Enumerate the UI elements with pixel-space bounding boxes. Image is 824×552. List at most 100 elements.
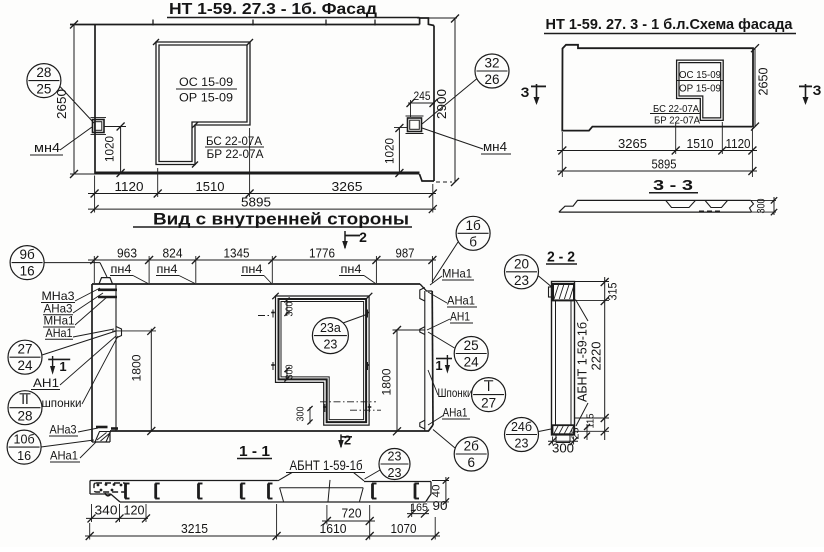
svg-text:1610: 1610 bbox=[320, 522, 347, 536]
svg-text:16: 16 bbox=[17, 449, 31, 463]
svg-text:23: 23 bbox=[388, 466, 402, 480]
svg-text:Шпонки: Шпонки bbox=[438, 386, 473, 400]
svg-text:25: 25 bbox=[570, 427, 582, 439]
svg-text:2650: 2650 bbox=[757, 67, 771, 95]
svg-text:АНа1: АНа1 bbox=[443, 406, 468, 420]
svg-text:23: 23 bbox=[323, 338, 337, 352]
svg-text:300: 300 bbox=[284, 364, 296, 379]
svg-text:2 - 2: 2 - 2 bbox=[547, 249, 575, 266]
svg-text:165: 165 bbox=[410, 502, 428, 514]
svg-text:245: 245 bbox=[414, 89, 431, 103]
svg-text:24: 24 bbox=[464, 355, 480, 370]
svg-text:315: 315 bbox=[608, 283, 620, 301]
svg-text:23а: 23а bbox=[320, 321, 341, 335]
svg-text:963: 963 bbox=[117, 247, 137, 261]
svg-text:пн4: пн4 bbox=[111, 262, 132, 276]
svg-text:Вид с внутренней стороны: Вид с внутренней стороны bbox=[153, 210, 409, 229]
svg-text:2б: 2б bbox=[464, 439, 480, 454]
svg-text:ОР 15-09: ОР 15-09 bbox=[179, 93, 233, 105]
svg-text:25: 25 bbox=[36, 82, 51, 97]
svg-text:5895: 5895 bbox=[241, 196, 271, 210]
svg-text:28: 28 bbox=[17, 409, 32, 424]
svg-text:27: 27 bbox=[17, 342, 32, 357]
svg-text:1: 1 bbox=[59, 359, 66, 374]
svg-text:32: 32 bbox=[484, 56, 499, 71]
svg-text:АБНТ 1-59-1б: АБНТ 1-59-1б bbox=[576, 322, 590, 402]
svg-text:1: 1 bbox=[435, 358, 442, 373]
svg-text:3265: 3265 bbox=[332, 180, 363, 194]
svg-text:2220: 2220 bbox=[590, 341, 604, 370]
svg-text:2: 2 bbox=[344, 433, 351, 448]
svg-text:120: 120 bbox=[124, 504, 145, 518]
svg-text:1020: 1020 bbox=[103, 136, 117, 162]
svg-text:28: 28 bbox=[36, 65, 51, 80]
svg-text:1020: 1020 bbox=[383, 138, 397, 164]
svg-text:25: 25 bbox=[464, 338, 479, 353]
svg-text:АН1: АН1 bbox=[450, 310, 470, 324]
svg-text:1800: 1800 bbox=[380, 368, 394, 395]
svg-text:300: 300 bbox=[284, 301, 296, 316]
svg-text:З: З bbox=[813, 82, 822, 98]
svg-text:НТ 1-59. 27. 3 - 1 б.л.Схема ф: НТ 1-59. 27. 3 - 1 б.л.Схема фасада bbox=[546, 16, 794, 33]
svg-text:БР 22-07А: БР 22-07А bbox=[207, 149, 264, 161]
svg-text:АНа1: АНа1 bbox=[447, 294, 475, 308]
svg-text:20: 20 bbox=[514, 256, 529, 271]
svg-text:720: 720 bbox=[342, 507, 362, 521]
svg-text:1120: 1120 bbox=[726, 137, 751, 151]
svg-text:23: 23 bbox=[388, 450, 402, 464]
svg-text:МНа3: МНа3 bbox=[42, 289, 75, 303]
svg-text:1800: 1800 bbox=[130, 354, 144, 381]
svg-text:1 - 1: 1 - 1 bbox=[239, 443, 270, 460]
svg-text:б: б bbox=[469, 234, 477, 249]
svg-text:1б: 1б bbox=[465, 218, 481, 233]
svg-text:2900: 2900 bbox=[435, 89, 449, 119]
svg-text:АНа3: АНа3 bbox=[44, 301, 73, 315]
svg-text:шпонки: шпонки bbox=[42, 396, 82, 410]
svg-text:мн4: мн4 bbox=[34, 141, 60, 155]
svg-text:40: 40 bbox=[431, 485, 443, 498]
svg-text:10б: 10б bbox=[14, 433, 35, 447]
svg-text:3215: 3215 bbox=[181, 522, 208, 536]
svg-text:2: 2 bbox=[359, 229, 367, 245]
svg-text:АН1: АН1 bbox=[33, 376, 59, 390]
svg-text:3265: 3265 bbox=[618, 137, 647, 151]
svg-text:300: 300 bbox=[295, 406, 307, 421]
svg-text:24б: 24б bbox=[511, 420, 532, 434]
svg-text:пн4: пн4 bbox=[242, 262, 263, 276]
svg-text:26: 26 bbox=[484, 72, 499, 87]
svg-text:300: 300 bbox=[756, 199, 768, 214]
svg-text:5895: 5895 bbox=[652, 158, 677, 172]
svg-text:І: І bbox=[487, 379, 491, 394]
svg-text:23: 23 bbox=[514, 273, 529, 288]
svg-text:1776: 1776 bbox=[309, 247, 335, 261]
svg-text:115: 115 bbox=[585, 413, 597, 428]
svg-text:пн4: пн4 bbox=[341, 262, 362, 276]
svg-text:АНа1: АНа1 bbox=[50, 449, 78, 463]
svg-text:БР 22-07А: БР 22-07А bbox=[654, 115, 700, 127]
svg-text:6: 6 bbox=[467, 455, 475, 470]
svg-text:27: 27 bbox=[481, 396, 496, 411]
svg-text:НТ 1-59. 27.3 - 1б. Фасад: НТ 1-59. 27.3 - 1б. Фасад bbox=[169, 1, 377, 18]
svg-text:987: 987 bbox=[396, 247, 415, 261]
svg-text:З: З bbox=[521, 84, 530, 100]
svg-text:1070: 1070 bbox=[391, 522, 417, 536]
svg-text:ОС 15-09: ОС 15-09 bbox=[679, 69, 721, 81]
svg-text:ІІ: ІІ bbox=[21, 392, 29, 407]
svg-text:16: 16 bbox=[20, 264, 35, 279]
svg-text:24: 24 bbox=[17, 358, 33, 373]
svg-text:3 - 3: 3 - 3 bbox=[653, 177, 693, 194]
svg-text:1510: 1510 bbox=[196, 180, 225, 194]
svg-text:ОР 15-09: ОР 15-09 bbox=[679, 83, 721, 95]
svg-text:пн4: пн4 bbox=[157, 262, 178, 276]
svg-text:ОС 15-09: ОС 15-09 bbox=[179, 77, 233, 89]
svg-text:АНа1: АНа1 bbox=[46, 326, 73, 340]
svg-text:23: 23 bbox=[515, 437, 529, 451]
svg-text:1120: 1120 bbox=[115, 180, 144, 194]
svg-text:9б: 9б bbox=[19, 247, 35, 262]
svg-text:824: 824 bbox=[163, 247, 183, 261]
svg-text:БС 22-07А: БС 22-07А bbox=[206, 136, 262, 148]
svg-text:90: 90 bbox=[433, 499, 448, 513]
svg-text:300: 300 bbox=[552, 442, 574, 456]
svg-text:МНа1: МНа1 bbox=[44, 314, 75, 328]
svg-text:БС 22-07А: БС 22-07А bbox=[653, 103, 699, 115]
